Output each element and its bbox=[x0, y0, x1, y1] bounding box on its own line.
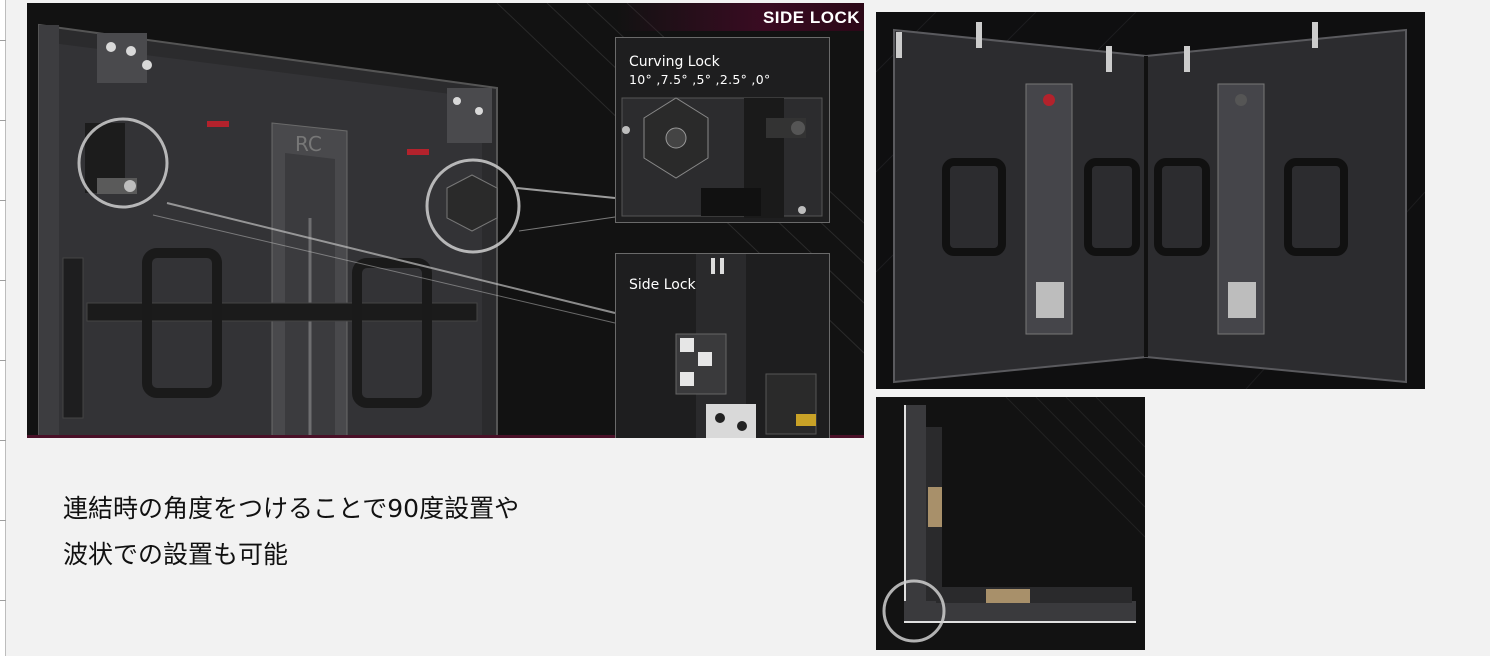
section-title: SIDE LOCK bbox=[762, 8, 860, 27]
description-line-2: 波状での設置も可能 bbox=[63, 540, 289, 569]
side-lock-product-image[interactable]: RC SIDE LOCK bbox=[27, 3, 864, 438]
corner-top-view-illustration bbox=[882, 397, 1145, 643]
ruler-tick bbox=[0, 120, 6, 121]
svg-text:RC: RC bbox=[295, 132, 322, 156]
slide-left-edge bbox=[0, 0, 6, 656]
curving-lock-angles: 10° ,7.5° ,5° ,2.5° ,0° bbox=[629, 72, 771, 87]
side-lock-inset: Side Lock bbox=[615, 253, 830, 438]
corner-top-view-photo[interactable] bbox=[876, 397, 1145, 650]
ruler-tick bbox=[0, 40, 6, 41]
ruler-tick bbox=[0, 440, 6, 441]
corner-wall-illustration bbox=[876, 12, 1425, 389]
title-banner bbox=[616, 3, 864, 31]
ruler-tick bbox=[0, 520, 6, 521]
side-lock-label: Side Lock bbox=[629, 277, 696, 293]
ruler-tick bbox=[0, 280, 6, 281]
curving-lock-inset: Curving Lock 10° ,7.5° ,5° ,2.5° ,0° bbox=[615, 37, 830, 223]
panel-back-illustration: RC bbox=[27, 3, 864, 438]
ruler-tick bbox=[0, 200, 6, 201]
curving-lock-label: Curving Lock bbox=[629, 54, 720, 70]
description-text: 連結時の角度をつけることで90度設置や 波状での設置も可能 bbox=[63, 486, 519, 578]
ruler-tick bbox=[0, 360, 6, 361]
ruler-tick bbox=[0, 600, 6, 601]
curving-lock-illustration bbox=[616, 38, 829, 222]
side-lock-illustration bbox=[616, 254, 829, 438]
corner-wall-photo[interactable] bbox=[876, 12, 1425, 389]
description-line-1: 連結時の角度をつけることで90度設置や bbox=[63, 494, 520, 523]
